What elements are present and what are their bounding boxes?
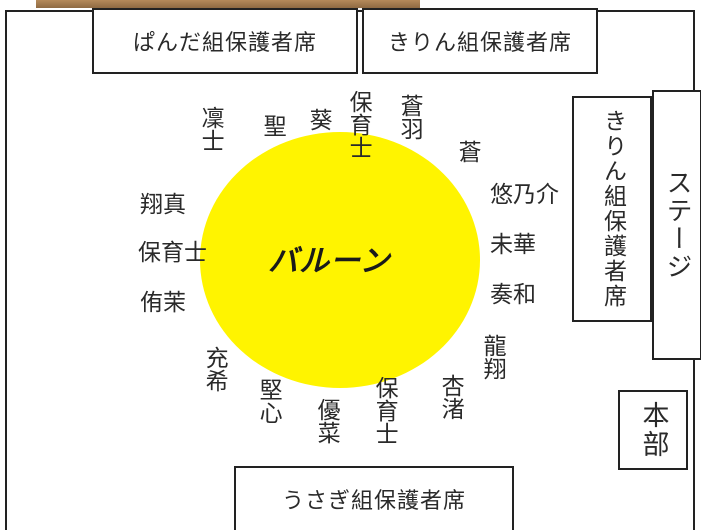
usagi-parent-seats-label: うさぎ組保護者席 bbox=[281, 489, 466, 514]
balloon-label: バルーン bbox=[268, 244, 391, 279]
child-name-mitsuki: 充希 bbox=[201, 346, 228, 392]
teacher-bottom: 保育士 bbox=[371, 376, 398, 445]
stage: ステージ bbox=[652, 90, 701, 360]
child-name-mika: 未華 bbox=[490, 232, 536, 258]
stage-label: ステージ bbox=[662, 169, 692, 281]
kirin-parent-seats-side: きりん組保護者席 bbox=[572, 96, 652, 322]
child-name-ryusho: 龍翔 bbox=[479, 334, 506, 380]
teacher-left: 保育士 bbox=[138, 240, 207, 266]
child-name-so: 蒼 bbox=[454, 140, 481, 163]
child-name-yunosuke: 悠乃介 bbox=[490, 182, 559, 208]
headquarters-label: 本部 bbox=[637, 401, 669, 459]
balloon bbox=[200, 132, 480, 388]
wood-frame-edge bbox=[36, 0, 420, 8]
child-name-kanna: 奏和 bbox=[490, 282, 536, 308]
kirin-parent-seats-side-label: きりん組保護者席 bbox=[599, 109, 626, 309]
child-name-aoi: 葵 bbox=[305, 108, 332, 131]
child-name-yuina: 侑茉 bbox=[140, 290, 186, 316]
child-name-kenshin: 堅心 bbox=[255, 378, 282, 424]
headquarters: 本部 bbox=[618, 390, 688, 470]
kirin-parent-seats-top-label: きりん組保護者席 bbox=[387, 31, 572, 56]
kirin-parent-seats-top: きりん組保護者席 bbox=[362, 8, 598, 74]
child-name-soha: 蒼羽 bbox=[396, 94, 423, 140]
usagi-parent-seats: うさぎ組保護者席 bbox=[234, 466, 514, 530]
child-name-shoma: 翔真 bbox=[140, 192, 186, 218]
panda-parent-seats-label: ぱんだ組保護者席 bbox=[132, 31, 317, 56]
child-name-yuna: 優菜 bbox=[313, 398, 340, 444]
teacher-top: 保育士 bbox=[345, 90, 372, 159]
child-name-rin: 凜士 bbox=[197, 106, 224, 152]
child-name-kyona: 杏渚 bbox=[437, 374, 464, 420]
panda-parent-seats: ぱんだ組保護者席 bbox=[92, 8, 358, 74]
child-name-sei: 聖 bbox=[259, 114, 286, 137]
